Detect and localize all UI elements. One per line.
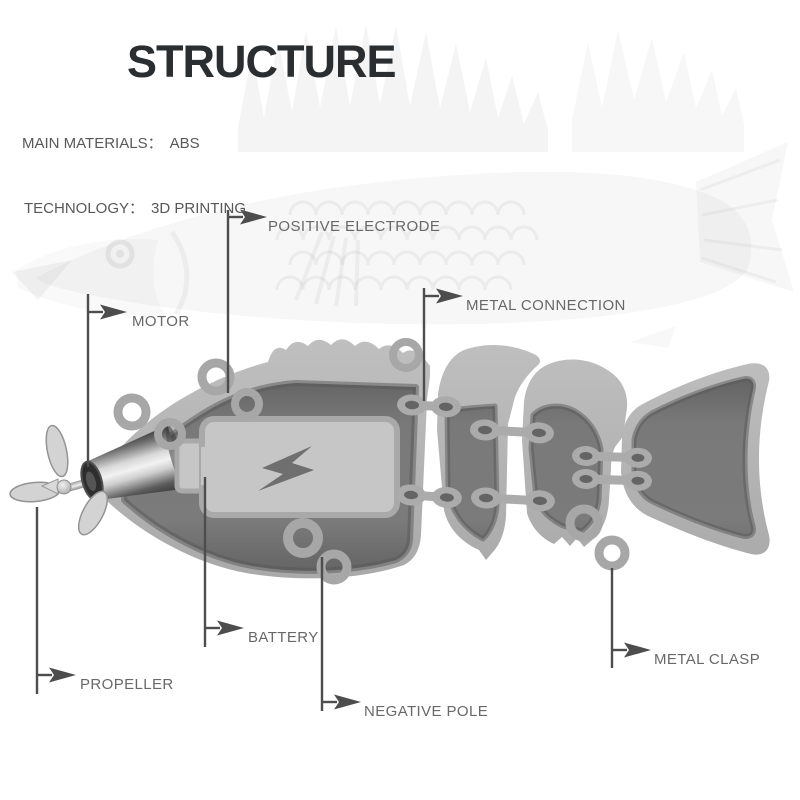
callout-label-metal-clasp: METAL CLASP — [654, 651, 761, 668]
spec-main-materials-value: ABS — [169, 135, 200, 152]
arrowhead-icon — [49, 667, 76, 683]
link-eyelet-hole — [478, 425, 492, 435]
propeller — [9, 424, 109, 536]
ghost-mouth — [12, 260, 72, 300]
callout-line-metal-connection — [422, 288, 463, 401]
ghost-fish-background — [12, 24, 794, 348]
propeller-blade — [45, 424, 69, 478]
ghost-scales-row — [275, 225, 539, 241]
spec-technology: TECHNOLOGY： 3D PRINTING — [24, 197, 246, 218]
metal-ring — [389, 338, 423, 372]
metal-clasp-ring — [594, 535, 630, 571]
callout-line-motor — [86, 294, 127, 467]
metal-connection-link — [397, 394, 461, 418]
ghost-head — [16, 239, 166, 317]
callout-label-motor: MOTOR — [132, 313, 190, 330]
link-eyelet-hole — [579, 474, 593, 484]
ghost-dorsal-fin — [238, 24, 548, 152]
propeller-blade — [77, 490, 109, 536]
callout-line-negative-pole — [320, 557, 361, 711]
metal-ring — [231, 388, 263, 420]
callout-lines — [35, 209, 651, 711]
ghost-scales-row — [288, 250, 526, 266]
propeller-hub — [56, 479, 72, 495]
metal-connection-link — [396, 484, 462, 509]
ghost-dorsal-fin-right — [572, 30, 744, 152]
link-eyelet-hole — [532, 496, 547, 506]
callout-line-metal-clasp — [610, 568, 651, 668]
callout-label-metal-connection: METAL CONNECTION — [466, 297, 626, 314]
ghost-body — [36, 171, 752, 325]
ghost-tail-fin — [696, 142, 794, 292]
link-eyelet-hole — [631, 476, 645, 485]
ghost-scales-row — [288, 200, 526, 216]
spec-main-materials-label: MAIN MATERIALS： — [22, 135, 163, 152]
metal-ring — [154, 418, 186, 450]
metal-ring — [113, 393, 151, 431]
callout-line-battery — [203, 477, 244, 647]
ghost-gill-arc — [169, 230, 190, 316]
callout-label-negative-pole: NEGATIVE POLE — [364, 703, 489, 720]
battery — [174, 416, 400, 518]
ghost-small-fin — [630, 326, 676, 348]
ghost-eye-pupil — [116, 250, 124, 258]
metal-ring — [197, 358, 235, 396]
spec-technology-value: 3D PRINTING — [151, 200, 247, 217]
link-eyelet-hole — [439, 493, 454, 502]
arrowhead-icon — [624, 642, 651, 658]
link-eyelet-hole — [531, 428, 546, 438]
motor-face-hole — [85, 471, 97, 491]
tail-fin-interior — [631, 376, 756, 539]
callout-label-positive-electrode: POSITIVE ELECTRODE — [268, 218, 441, 235]
metal-connection-link — [572, 468, 652, 491]
metal-ring-negative-pole — [283, 518, 323, 558]
lightning-bolt-icon — [258, 446, 314, 491]
callout-label-propeller: PROPELLER — [80, 676, 174, 693]
arrowhead-icon — [240, 209, 267, 225]
link-eyelet-hole — [579, 451, 593, 461]
ghost-pectoral-fin — [294, 231, 360, 307]
spec-technology-label: TECHNOLOGY： — [24, 200, 145, 217]
callout-label-battery: BATTERY — [248, 629, 319, 646]
tail-fin — [621, 363, 770, 555]
metal-clasp-ring — [565, 504, 603, 542]
battery-tab-seam — [201, 447, 213, 485]
link-eyelet-hole — [405, 400, 419, 410]
metal-connection-link — [471, 487, 555, 512]
arrowhead-icon — [100, 304, 127, 320]
spec-main-materials: MAIN MATERIALS： ABS — [22, 132, 200, 153]
arrowhead-icon — [217, 620, 244, 636]
metal-connection-link — [572, 445, 652, 468]
page-title: STRUCTURE — [127, 36, 396, 87]
link-eyelet-hole — [438, 402, 453, 411]
callout-line-positive-electrode — [226, 209, 267, 393]
ghost-scales-row — [275, 275, 513, 291]
link-eyelet-hole — [631, 453, 645, 462]
ghost-eye — [105, 239, 135, 269]
metal-connection-link — [470, 419, 554, 444]
link-eyelet-hole — [479, 493, 493, 503]
arrowhead-icon — [334, 694, 361, 710]
ghost-tail-rays — [699, 158, 783, 284]
link-eyelet-hole — [404, 490, 418, 500]
callout-line-propeller — [35, 507, 76, 694]
arrowhead-icon — [436, 288, 463, 304]
